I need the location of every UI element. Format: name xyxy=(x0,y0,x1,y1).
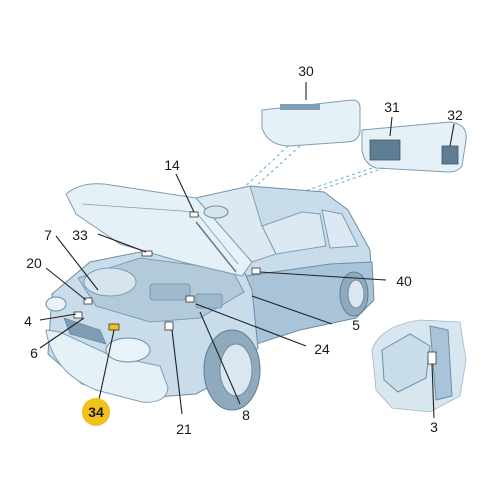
callout-20: 20 xyxy=(26,255,42,271)
callout-33: 33 xyxy=(72,227,88,243)
callout-32: 32 xyxy=(447,107,463,123)
callout-21: 21 xyxy=(176,421,192,437)
label-plate-40 xyxy=(251,267,261,275)
callout-40: 40 xyxy=(396,273,412,289)
label-plate-20 xyxy=(83,297,93,305)
sun-visor xyxy=(261,99,361,147)
label-plate-34 xyxy=(108,323,120,331)
callout-6: 6 xyxy=(30,345,38,361)
callout-numbers: 30 31 32 14 7 33 20 40 4 5 6 24 34 8 21 … xyxy=(24,63,463,437)
door-pillar-label-plate xyxy=(427,351,437,365)
leader-lines xyxy=(39,82,455,419)
callout-4: 4 xyxy=(24,313,32,329)
label-plate-4 xyxy=(73,311,83,319)
callout-5: 5 xyxy=(352,317,360,333)
callout-31: 31 xyxy=(384,99,400,115)
sun-visor-label-plate xyxy=(280,104,320,110)
highlight-badge-34 xyxy=(82,398,110,426)
callout-3: 3 xyxy=(430,419,438,435)
label-plate-33 xyxy=(141,250,153,257)
callout-8: 8 xyxy=(242,407,250,423)
front-wheel xyxy=(203,329,261,411)
callout-7: 7 xyxy=(44,227,52,243)
rear-wheel xyxy=(339,271,369,317)
label-plate-21 xyxy=(164,321,174,331)
door-pillar-inset xyxy=(371,319,467,413)
label-plate-14 xyxy=(189,211,199,218)
label-plate-24 xyxy=(185,295,195,303)
overhead-console xyxy=(361,121,467,173)
callout-14: 14 xyxy=(164,157,180,173)
mirror xyxy=(203,205,229,219)
console-label-32 xyxy=(441,145,459,165)
callout-30: 30 xyxy=(298,63,314,79)
callout-34: 34 xyxy=(88,404,104,420)
console-label-31 xyxy=(369,139,401,161)
windshield xyxy=(195,185,277,263)
label-plates xyxy=(73,211,261,331)
callout-24: 24 xyxy=(314,341,330,357)
